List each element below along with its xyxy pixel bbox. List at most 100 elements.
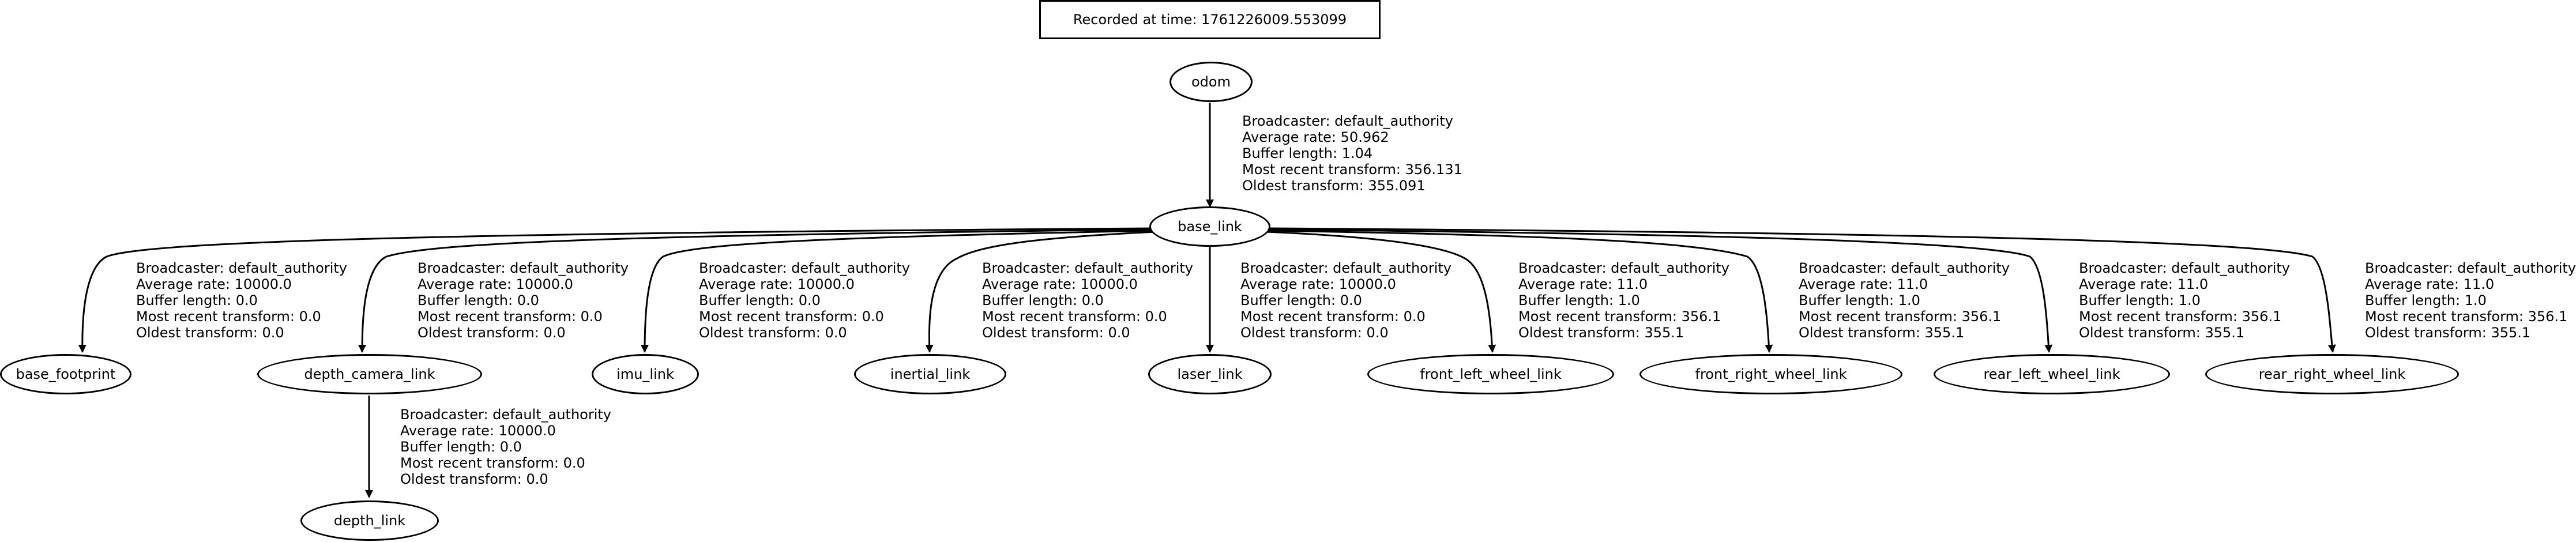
node-label: front_left_wheel_link bbox=[1420, 366, 1562, 382]
node-base-link[interactable]: base_link bbox=[1149, 206, 1270, 247]
oldest-transform-text: Oldest transform: 355.1 bbox=[1518, 325, 1684, 341]
oldest-transform-text: Oldest transform: 0.0 bbox=[418, 325, 566, 341]
average-rate-text: Average rate: 11.0 bbox=[2365, 276, 2495, 292]
most-recent-transform-text: Most recent transform: 0.0 bbox=[400, 455, 585, 471]
average-rate-text: Average rate: 10000.0 bbox=[136, 276, 292, 292]
oldest-transform-text: Oldest transform: 0.0 bbox=[699, 325, 847, 341]
broadcaster-text: Broadcaster: default_authority bbox=[982, 260, 1193, 276]
oldest-transform-text: Oldest transform: 0.0 bbox=[136, 325, 284, 341]
average-rate-text: Average rate: 10000.0 bbox=[982, 276, 1138, 292]
node-odom[interactable]: odom bbox=[1169, 62, 1253, 102]
node-imu-link[interactable]: imu_link bbox=[592, 354, 699, 394]
most-recent-transform-text: Most recent transform: 356.1 bbox=[2079, 308, 2282, 325]
edge-base-footprint bbox=[78, 227, 1151, 353]
node-label: depth_camera_link bbox=[304, 366, 435, 382]
node-label: base_footprint bbox=[16, 366, 116, 382]
broadcaster-text: Broadcaster: default_authority bbox=[1518, 260, 1729, 276]
broadcaster-text: Broadcaster: default_authority bbox=[1240, 260, 1451, 276]
edge-front-right-wheel-link bbox=[1268, 229, 1773, 353]
node-label: laser_link bbox=[1177, 366, 1243, 382]
edge-label-depth-link: Broadcaster: default_authority Average r… bbox=[400, 406, 611, 487]
most-recent-transform-text: Most recent transform: 0.0 bbox=[418, 308, 603, 325]
node-laser-link[interactable]: laser_link bbox=[1148, 354, 1272, 394]
edge-label-depth-camera-link: Broadcaster: default_authority Average r… bbox=[418, 260, 629, 341]
average-rate-text: Average rate: 10000.0 bbox=[1240, 276, 1396, 292]
node-depth-link[interactable]: depth_link bbox=[300, 500, 439, 541]
edge-label-front-left-wheel-link: Broadcaster: default_authority Average r… bbox=[1518, 260, 1729, 341]
broadcaster-text: Broadcaster: default_authority bbox=[2079, 260, 2290, 276]
most-recent-transform-text: Most recent transform: 0.0 bbox=[136, 308, 321, 325]
oldest-transform-text: Oldest transform: 0.0 bbox=[400, 471, 548, 487]
buffer-length-text: Buffer length: 0.0 bbox=[982, 292, 1104, 308]
buffer-length-text: Buffer length: 1.0 bbox=[1518, 292, 1640, 308]
node-label: rear_left_wheel_link bbox=[1983, 366, 2120, 382]
node-label: front_right_wheel_link bbox=[1695, 366, 1847, 382]
buffer-length-text: Buffer length: 0.0 bbox=[418, 292, 539, 308]
broadcaster-text: Broadcaster: default_authority bbox=[1799, 260, 2010, 276]
edge-label-odom-base-link: Broadcaster: default_authority Average r… bbox=[1242, 113, 1462, 194]
recorded-time-box: Recorded at time: 1761226009.553099 bbox=[1039, 0, 1381, 39]
node-depth-camera-link[interactable]: depth_camera_link bbox=[257, 354, 482, 394]
node-front-left-wheel-link[interactable]: front_left_wheel_link bbox=[1367, 354, 1614, 394]
node-base-footprint[interactable]: base_footprint bbox=[0, 354, 131, 394]
node-rear-right-wheel-link[interactable]: rear_right_wheel_link bbox=[2205, 354, 2459, 394]
broadcaster-text: Broadcaster: default_authority bbox=[699, 260, 910, 276]
buffer-length-text: Buffer length: 0.0 bbox=[1240, 292, 1362, 308]
edge-rear-left-wheel-link bbox=[1268, 228, 2053, 353]
average-rate-text: Average rate: 10000.0 bbox=[699, 276, 855, 292]
node-label: rear_right_wheel_link bbox=[2258, 366, 2406, 382]
buffer-length-text: Buffer length: 1.0 bbox=[2079, 292, 2201, 308]
node-label: depth_link bbox=[333, 513, 406, 529]
node-inertial-link[interactable]: inertial_link bbox=[854, 354, 1006, 394]
node-label: base_link bbox=[1178, 219, 1242, 235]
buffer-length-text: Buffer length: 1.0 bbox=[2365, 292, 2487, 308]
oldest-transform-text: Oldest transform: 355.1 bbox=[1799, 325, 1965, 341]
node-front-right-wheel-link[interactable]: front_right_wheel_link bbox=[1639, 354, 1902, 394]
most-recent-transform-text: Most recent transform: 356.131 bbox=[1242, 161, 1462, 178]
node-label: odom bbox=[1191, 74, 1231, 90]
node-label: imu_link bbox=[616, 366, 674, 382]
oldest-transform-text: Oldest transform: 355.1 bbox=[2079, 325, 2245, 341]
broadcaster-text: Broadcaster: default_authority bbox=[136, 260, 347, 276]
edge-label-imu-link: Broadcaster: default_authority Average r… bbox=[699, 260, 910, 341]
most-recent-transform-text: Most recent transform: 0.0 bbox=[1240, 308, 1426, 325]
most-recent-transform-text: Most recent transform: 356.1 bbox=[1518, 308, 1721, 325]
average-rate-text: Average rate: 50.962 bbox=[1242, 129, 1389, 145]
buffer-length-text: Buffer length: 0.0 bbox=[136, 292, 258, 308]
oldest-transform-text: Oldest transform: 0.0 bbox=[1240, 325, 1389, 341]
edge-label-laser-link: Broadcaster: default_authority Average r… bbox=[1240, 260, 1451, 341]
broadcaster-text: Broadcaster: default_authority bbox=[1242, 113, 1453, 129]
edge-label-rear-left-wheel-link: Broadcaster: default_authority Average r… bbox=[2079, 260, 2290, 341]
edge-imu-link bbox=[641, 229, 1154, 353]
edge-label-front-right-wheel-link: Broadcaster: default_authority Average r… bbox=[1799, 260, 2010, 341]
edge-label-inertial-link: Broadcaster: default_authority Average r… bbox=[982, 260, 1193, 341]
buffer-length-text: Buffer length: 0.0 bbox=[699, 292, 821, 308]
average-rate-text: Average rate: 11.0 bbox=[1518, 276, 1648, 292]
buffer-length-text: Buffer length: 1.04 bbox=[1242, 145, 1373, 161]
edge-front-left-wheel-link bbox=[1265, 231, 1496, 353]
most-recent-transform-text: Most recent transform: 0.0 bbox=[699, 308, 884, 325]
node-label: inertial_link bbox=[890, 366, 971, 382]
buffer-length-text: Buffer length: 1.0 bbox=[1799, 292, 1920, 308]
edge-label-base-footprint: Broadcaster: default_authority Average r… bbox=[136, 260, 347, 341]
broadcaster-text: Broadcaster: default_authority bbox=[2365, 260, 2576, 276]
edge-inertial-link bbox=[925, 231, 1157, 353]
oldest-transform-text: Oldest transform: 0.0 bbox=[982, 325, 1130, 341]
edge-label-rear-right-wheel-link: Broadcaster: default_authority Average r… bbox=[2365, 260, 2576, 341]
most-recent-transform-text: Most recent transform: 356.1 bbox=[2365, 308, 2568, 325]
average-rate-text: Average rate: 10000.0 bbox=[400, 423, 556, 439]
buffer-length-text: Buffer length: 0.0 bbox=[400, 439, 522, 455]
average-rate-text: Average rate: 10000.0 bbox=[418, 276, 573, 292]
oldest-transform-text: Oldest transform: 355.091 bbox=[1242, 178, 1426, 194]
edge-rear-right-wheel-link bbox=[1268, 227, 2336, 353]
average-rate-text: Average rate: 11.0 bbox=[1799, 276, 1928, 292]
edge-depth-camera-link bbox=[358, 228, 1151, 353]
node-rear-left-wheel-link[interactable]: rear_left_wheel_link bbox=[1934, 354, 2170, 394]
oldest-transform-text: Oldest transform: 355.1 bbox=[2365, 325, 2531, 341]
broadcaster-text: Broadcaster: default_authority bbox=[400, 406, 611, 423]
average-rate-text: Average rate: 11.0 bbox=[2079, 276, 2209, 292]
most-recent-transform-text: Most recent transform: 356.1 bbox=[1799, 308, 2002, 325]
most-recent-transform-text: Most recent transform: 0.0 bbox=[982, 308, 1167, 325]
broadcaster-text: Broadcaster: default_authority bbox=[418, 260, 629, 276]
